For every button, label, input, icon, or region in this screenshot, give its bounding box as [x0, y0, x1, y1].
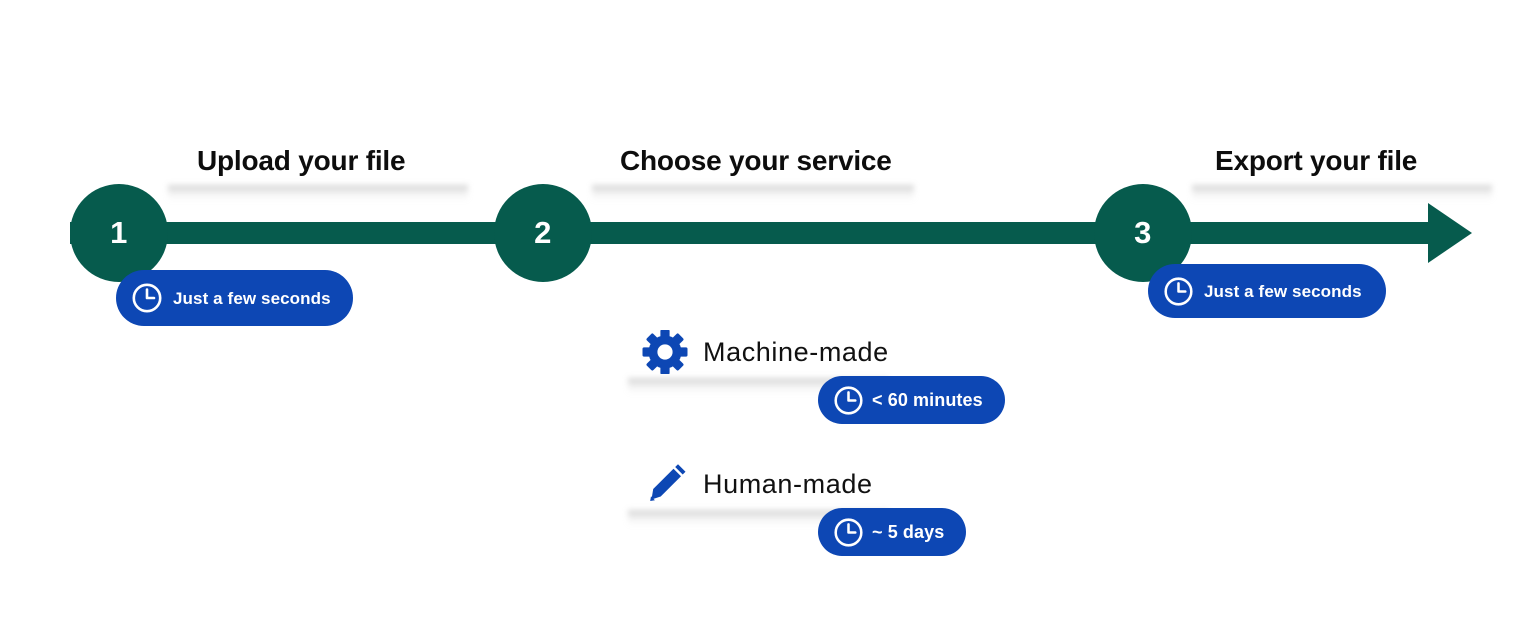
timeline-bar [70, 222, 1430, 244]
clock-icon [132, 283, 162, 313]
step-number-2: 2 [534, 214, 552, 250]
service-option-human-made[interactable]: Human-made [641, 460, 873, 508]
pencil-icon [650, 464, 686, 501]
clock-icon [1164, 276, 1193, 306]
service-duration-pill-human-made[interactable]: ~ 5 days [818, 508, 967, 556]
service-name-human-made: Human-made [703, 468, 873, 499]
step-title-3: Export your file [1215, 145, 1418, 176]
timeline-arrowhead [1428, 203, 1472, 263]
clock-icon [834, 517, 863, 547]
step-number-3: 3 [1134, 214, 1152, 250]
title-shadow-strip-3 [1192, 185, 1492, 201]
step-node-2[interactable]: 2 [494, 184, 592, 282]
service-option-machine-made[interactable]: Machine-made [641, 330, 889, 374]
service-duration-label-machine-made: < 60 minutes [872, 390, 983, 410]
step-duration-pill-3[interactable]: Just a few seconds [1148, 264, 1386, 318]
service-head-machine-made: Machine-made [641, 330, 889, 374]
service-head-human-made: Human-made [641, 460, 873, 508]
title-shadow-strip-2 [592, 185, 914, 201]
service-name-machine-made: Machine-made [703, 336, 889, 367]
service-duration-pill-machine-made[interactable]: < 60 minutes [818, 376, 1005, 424]
step-duration-pill-1[interactable]: Just a few seconds [116, 270, 353, 326]
clock-icon [834, 385, 863, 415]
step-title-2: Choose your service [620, 145, 892, 176]
service-duration-label-human-made: ~ 5 days [872, 522, 945, 542]
step-node-1[interactable]: 1 [70, 184, 168, 282]
step-title-1: Upload your file [197, 145, 406, 176]
title-shadow-strip-1 [168, 185, 468, 201]
step-number-1: 1 [110, 214, 128, 250]
step-duration-label-1: Just a few seconds [173, 288, 331, 308]
gear-icon [642, 330, 688, 374]
step-duration-label-3: Just a few seconds [1204, 281, 1362, 301]
